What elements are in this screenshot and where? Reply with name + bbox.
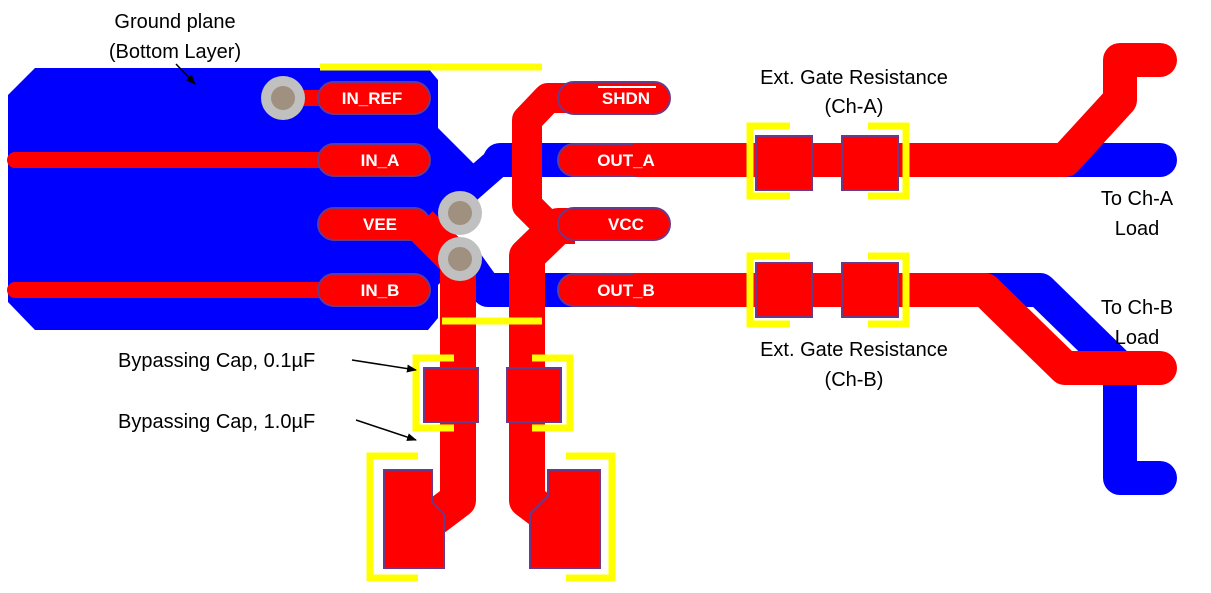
gate-res-b-pad-2 bbox=[841, 262, 899, 318]
load-a-label-line2: Load bbox=[1115, 218, 1160, 240]
gate-res-a-pad-1 bbox=[755, 135, 813, 191]
gate-res-a-label-line1: Ext. Gate Resistance bbox=[760, 67, 948, 89]
pin-label-shdn: SHDN bbox=[602, 89, 650, 108]
pin-label-vee: VEE bbox=[363, 215, 397, 234]
pin-label-in-b: IN_B bbox=[361, 281, 400, 300]
via-vee-1 bbox=[438, 191, 482, 235]
gnd-diagonal-trace bbox=[450, 148, 510, 207]
cap-large-bracket-right bbox=[566, 452, 616, 582]
cap-small-bracket-right bbox=[532, 354, 574, 432]
cap-small-pad-1 bbox=[423, 367, 479, 423]
vias bbox=[261, 76, 482, 281]
gate-res-a-pad-2 bbox=[841, 135, 899, 191]
out-a-trace bbox=[623, 43, 1177, 177]
gate-res-a-label-line2: (Ch-A) bbox=[825, 96, 884, 118]
pin-pad-vcc bbox=[557, 207, 671, 241]
pin-pad-in-a bbox=[317, 143, 431, 177]
pin-pad-in-ref bbox=[317, 81, 431, 115]
ground-plane-label-line2: (Bottom Layer) bbox=[109, 41, 241, 63]
ground-plane bbox=[8, 68, 475, 330]
cap-small-arrow bbox=[351, 359, 417, 373]
pin-pad-shdn bbox=[557, 81, 671, 115]
pin-label-vcc: VCC bbox=[608, 215, 644, 234]
silkscreen bbox=[320, 63, 910, 582]
load-b-label-line2: Load bbox=[1115, 327, 1160, 349]
gate-res-a-bracket-left bbox=[746, 122, 790, 200]
gate-res-b-label-line1: Ext. Gate Resistance bbox=[760, 339, 948, 361]
cap-small-bracket-left bbox=[412, 354, 454, 432]
pin-label-in-ref: IN_REF bbox=[342, 89, 402, 108]
ground-plane-arrow bbox=[175, 63, 196, 85]
cap-small-pad-2 bbox=[506, 367, 562, 423]
cap-small-label: Bypassing Cap, 0.1µF bbox=[118, 350, 315, 372]
gate-res-b-label-line2: (Ch-B) bbox=[825, 369, 884, 391]
via-in-ref bbox=[261, 76, 305, 120]
pin-label-out-a: OUT_A bbox=[597, 151, 655, 170]
cap-large-arrow bbox=[355, 419, 417, 441]
load-a-label-line1: To Ch-A bbox=[1101, 188, 1174, 210]
pin-labels: IN_REF IN_A VEE IN_B SHDN OUT_A VCC OUT_… bbox=[342, 86, 656, 300]
pin-pad-in-b bbox=[317, 273, 431, 307]
ground-plane-label-line1: Ground plane bbox=[114, 11, 235, 33]
pin-label-out-b: OUT_B bbox=[597, 281, 655, 300]
cap-large-label: Bypassing Cap, 1.0µF bbox=[118, 411, 315, 433]
gate-res-a-bracket-right bbox=[868, 122, 910, 200]
gate-res-b-bracket-right bbox=[868, 252, 910, 328]
via-vee-2 bbox=[438, 237, 482, 281]
load-b-label-line1: To Ch-B bbox=[1101, 297, 1173, 319]
pin-label-in-a: IN_A bbox=[361, 151, 400, 170]
gate-res-b-bracket-left bbox=[746, 252, 790, 328]
top-layer bbox=[7, 43, 1177, 569]
gate-res-b-pad-1 bbox=[755, 262, 813, 318]
cap-large-bracket-left bbox=[366, 452, 418, 582]
annotations: Ground plane (Bottom Layer) Ext. Gate Re… bbox=[109, 11, 1174, 441]
cap-large-pad-2 bbox=[529, 469, 601, 569]
cap-large-pad-1 bbox=[383, 469, 445, 569]
